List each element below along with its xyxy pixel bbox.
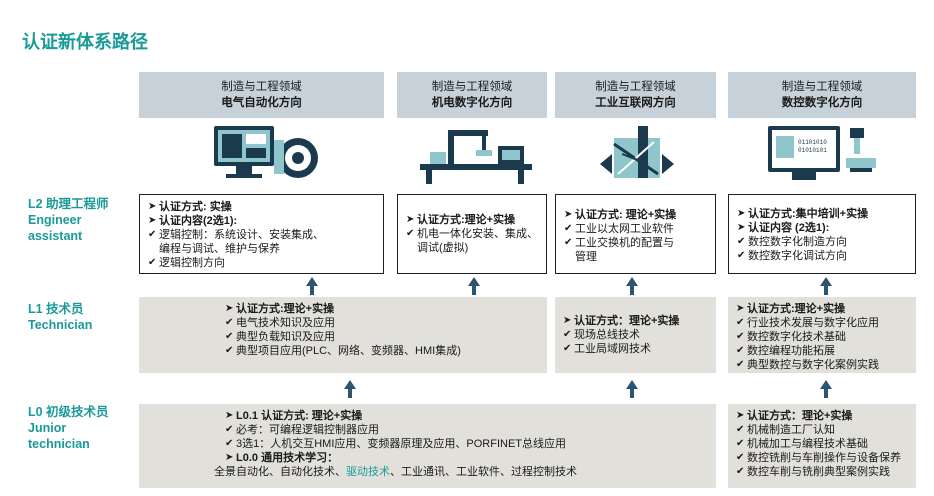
check-line: ➤L0.0 通用技术学习： — [225, 452, 339, 464]
column-header-iiot: 制造与工程领域 工业互联网方向 — [555, 72, 716, 118]
check-line: ✔数控编程功能拓展 — [736, 345, 835, 357]
check-line: ✔电气技术知识及应用 — [225, 317, 335, 329]
column-header-line2: 工业互联网方向 — [595, 97, 676, 109]
column-header-line1: 制造与工程领域 — [595, 81, 676, 93]
check-line: ✔工业局域网技术 — [563, 343, 651, 355]
check-line: ✔典型负载知识及应用 — [225, 331, 335, 343]
general-tech-line: 全景自动化、自动化技术、驱动技术、工业通讯、工业软件、过程控制技术 — [214, 465, 708, 479]
column-header-cnc: 制造与工程领域 数控数字化方向 — [728, 72, 916, 118]
svg-text:01101010: 01101010 — [798, 139, 827, 146]
check-line: 调试(虚拟) — [417, 242, 469, 254]
column-header-line2: 电气自动化方向 — [221, 97, 302, 109]
check-line: ✔行业技术发展与数字化应用 — [736, 317, 879, 329]
column-header-line1: 制造与工程领域 — [221, 81, 302, 93]
l1-box-electrical-mechatronics: ➤认证方式:理论+实操 ✔电气技术知识及应用 ✔典型负载知识及应用 ✔典型项目应… — [139, 297, 547, 373]
check-line: ➤认证方式: 实操 — [148, 201, 232, 213]
check-line: ✔工业以太网工业软件 — [564, 223, 674, 235]
network-city-icon — [600, 126, 674, 178]
level-l1-label: L1 技术员 Technician — [28, 301, 92, 333]
check-line: ➤认证内容(2选1): — [148, 215, 238, 227]
check-line: ✔典型数控与数字化案例实践 — [736, 359, 879, 371]
check-line: 管理 — [575, 251, 597, 263]
l2-box-mechatronics: ➤认证方式:理论+实操 ✔机电一体化安装、集成、 调试(虚拟) — [397, 194, 547, 274]
mechatronics-line-icon — [420, 130, 532, 184]
check-line: ✔机械制造工厂认知 — [736, 424, 835, 436]
column-header-electrical: 制造与工程领域 电气自动化方向 — [139, 72, 384, 118]
check-line: ➤认证方式:理论+实操 — [225, 303, 335, 315]
column-header-line2: 机电数字化方向 — [431, 97, 513, 109]
l0-box-main: ➤L0.1 认证方式: 理论+实操 ✔必考：可编程逻辑控制器应用 ✔3选1：人机… — [139, 404, 716, 488]
general-tech-text-c: 、工业通讯、工业软件、过程控制技术 — [390, 466, 577, 478]
column-header-line1: 制造与工程领域 — [781, 81, 863, 93]
check-line: ➤认证方式:理论+实操 — [406, 214, 516, 226]
check-line: ✔工业交换机的配置与 — [564, 237, 674, 249]
l0-box-cnc: ➤认证方式：理论+实操 ✔机械制造工厂认知 ✔机械加工与编程技术基础 ✔数控铣削… — [728, 404, 916, 488]
check-line: ✔数控车削与铣削典型案例实践 — [736, 466, 890, 478]
column-header-line1: 制造与工程领域 — [431, 81, 513, 93]
page-title: 认证新体系路径 — [22, 32, 148, 52]
check-line: ➤认证方式: 理论+实操 — [564, 209, 677, 221]
l2-box-iiot: ➤认证方式: 理论+实操 ✔工业以太网工业软件 ✔工业交换机的配置与 管理 — [555, 194, 716, 274]
check-line: ✔典型项目应用(PLC、网络、变频器、HMI集成) — [225, 345, 461, 357]
check-line: ➤认证方式:集中培训+实操 — [737, 208, 869, 220]
level-l1-en-line1: Technician — [28, 318, 93, 332]
check-line: ➤认证方式:理论+实操 — [736, 303, 846, 315]
check-line: ✔现场总线技术 — [563, 329, 640, 341]
l2-box-cnc: ➤认证方式:集中培训+实操 ➤认证内容 (2选1): ✔数控数字化制造方向 ✔数… — [728, 194, 916, 274]
check-line: ✔数控数字化制造方向 — [737, 236, 847, 248]
svg-text:01010101: 01010101 — [798, 147, 827, 154]
check-line: ➤L0.1 认证方式: 理论+实操 — [225, 410, 363, 422]
monitor-gear-icon — [214, 126, 318, 178]
level-l2-en-line1: Engineer — [28, 213, 82, 227]
level-l1-title: L1 技术员 — [28, 302, 84, 316]
check-line: ➤认证内容 (2选1): — [737, 222, 830, 234]
level-l0-title: L0 初级技术员 — [28, 405, 109, 419]
column-header-line2: 数控数字化方向 — [781, 97, 863, 109]
check-line: ✔3选1：人机交互HMI应用、变频器原理及应用、PORFINET总线应用 — [225, 438, 567, 450]
level-l0-label: L0 初级技术员 Junior technician — [28, 404, 109, 452]
level-l0-en-line2: technician — [28, 437, 90, 451]
level-l2-title: L2 助理工程师 — [28, 197, 109, 211]
check-line: ✔机电一体化安装、集成、 — [406, 228, 538, 240]
l1-box-iiot: ➤认证方式：理论+实操 ✔现场总线技术 ✔工业局域网技术 — [555, 297, 716, 373]
check-line: ✔数控铣削与车削操作与设备保养 — [736, 452, 901, 464]
general-tech-text-a: 全景自动化、自动化技术、 — [214, 466, 346, 478]
check-line: ➤认证方式：理论+实操 — [736, 410, 853, 422]
check-line: ✔逻辑控制方向 — [148, 257, 225, 269]
l1-box-cnc: ➤认证方式:理论+实操 ✔行业技术发展与数字化应用 ✔数控数字化技术基础 ✔数控… — [728, 297, 916, 373]
check-line: ✔机械加工与编程技术基础 — [736, 438, 868, 450]
check-line: ✔逻辑控制：系统设计、安装集成、 — [148, 229, 324, 241]
check-line: ➤认证方式：理论+实操 — [563, 315, 680, 327]
l2-box-electrical: ➤认证方式: 实操 ➤认证内容(2选1): ✔逻辑控制：系统设计、安装集成、 编… — [139, 194, 384, 274]
level-l2-en-line2: assistant — [28, 229, 83, 243]
check-line: ✔数控数字化技术基础 — [736, 331, 846, 343]
check-line: ✔必考：可编程逻辑控制器应用 — [225, 424, 379, 436]
check-line: 编程与调试、维护与保养 — [159, 243, 280, 255]
cnc-monitor-icon: 01101010 01010101 — [768, 126, 876, 180]
column-header-mechatronics: 制造与工程领域 机电数字化方向 — [397, 72, 547, 118]
level-l0-en-line1: Junior — [28, 421, 67, 435]
level-l2-label: L2 助理工程师 Engineer assistant — [28, 196, 109, 244]
check-line: ✔数控数字化调试方向 — [737, 250, 847, 262]
drive-tech-link[interactable]: 驱动技术 — [346, 466, 390, 478]
